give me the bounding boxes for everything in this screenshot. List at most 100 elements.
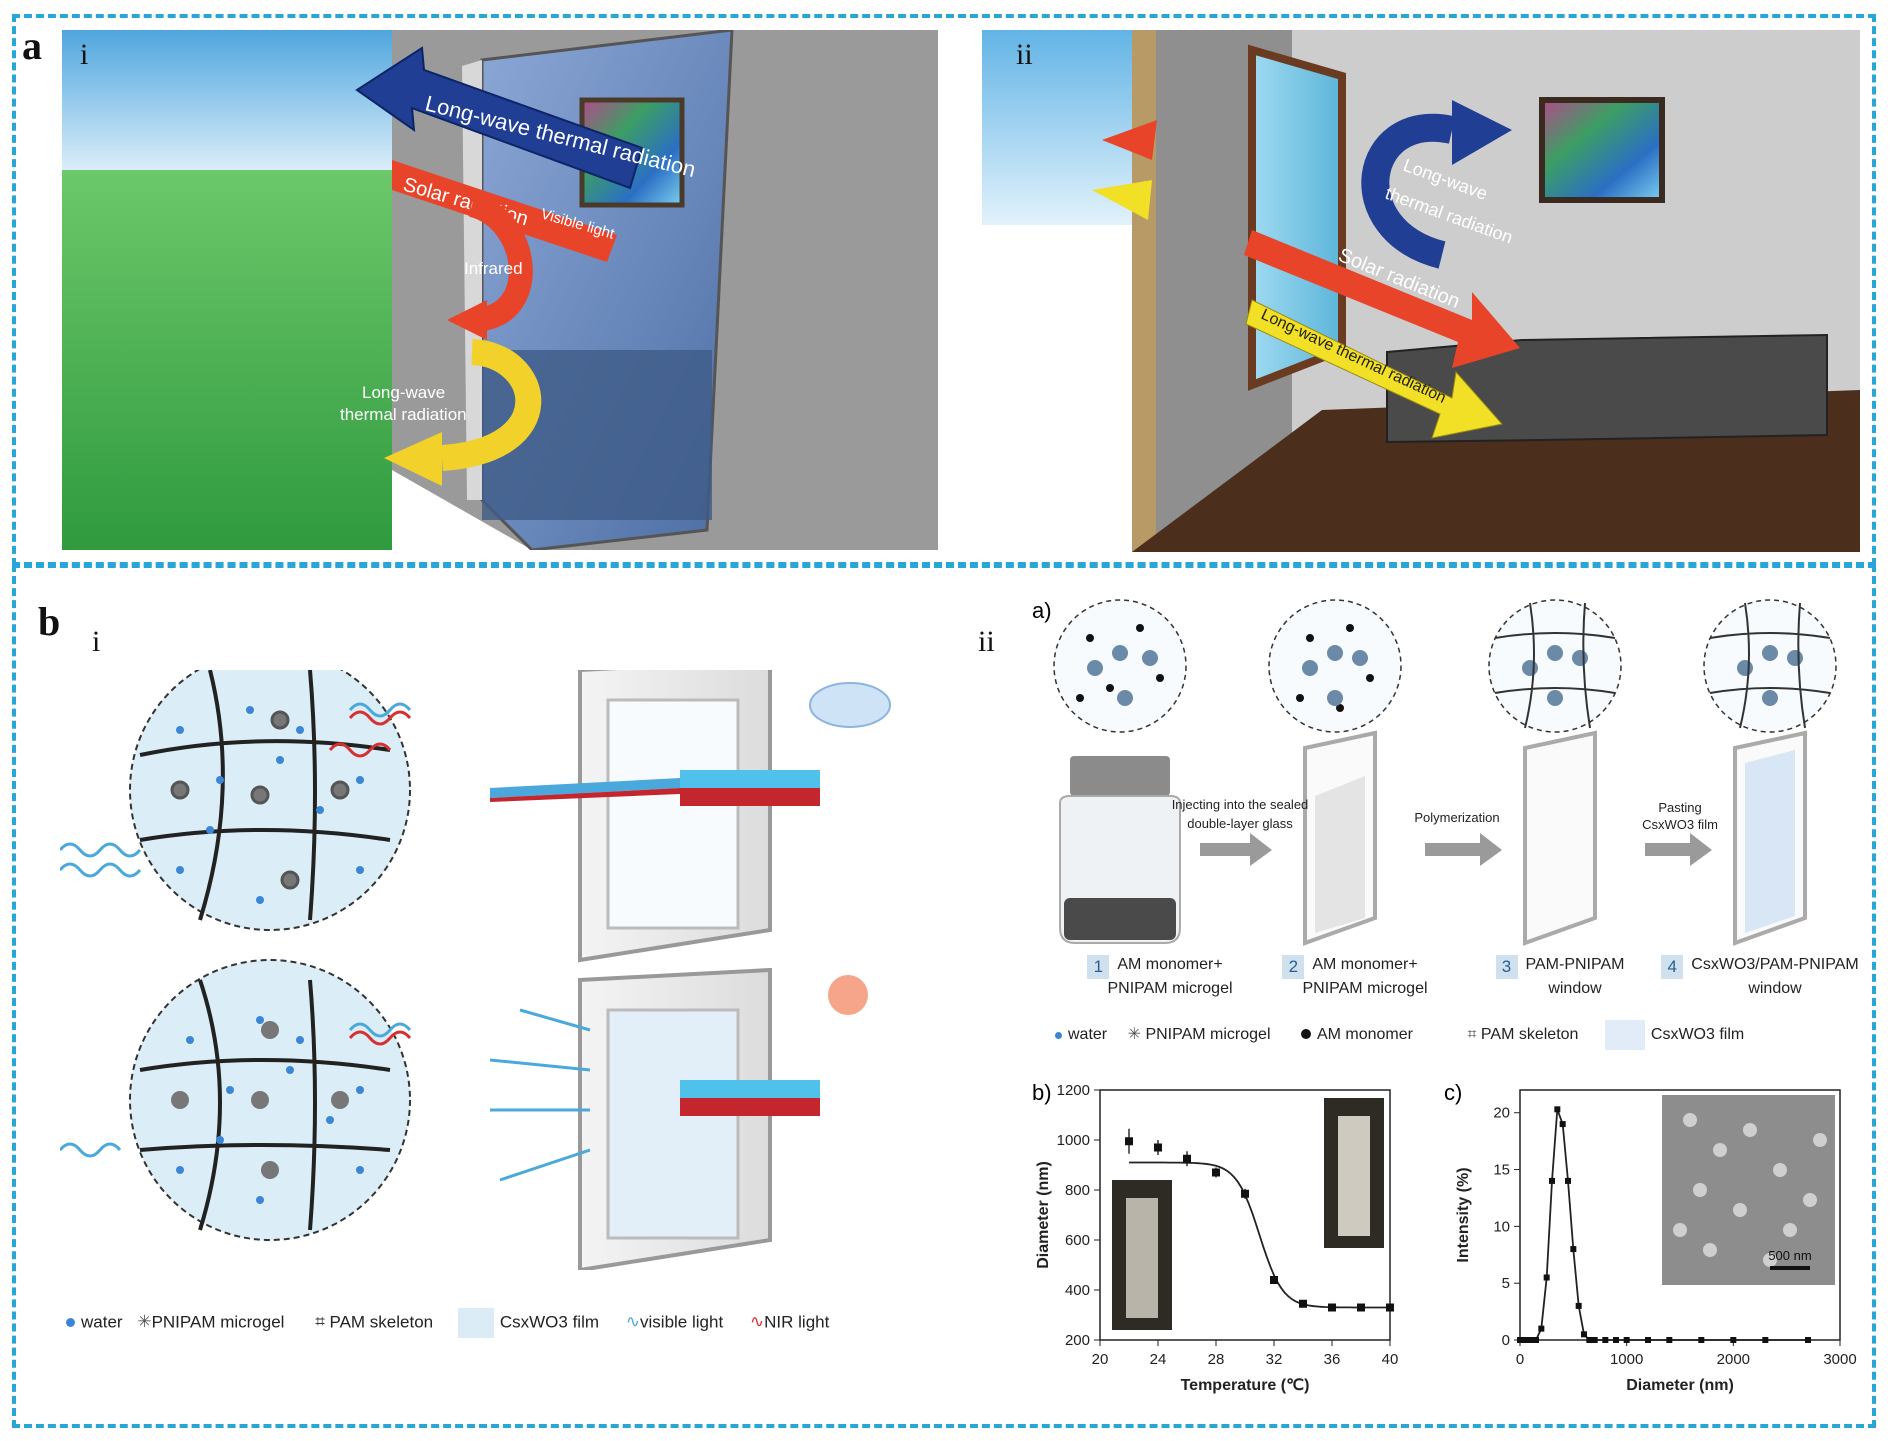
data-point bbox=[1623, 1337, 1630, 1343]
y-tick-label: 800 bbox=[1065, 1182, 1090, 1199]
x-axis-label: Diameter (nm) bbox=[1626, 1377, 1734, 1394]
data-point bbox=[1666, 1337, 1673, 1343]
sub-a-label: a) bbox=[1032, 598, 1052, 623]
label-longwave2-l2-a-i: thermal radiation bbox=[340, 405, 467, 424]
sub-c-label: c) bbox=[1444, 1080, 1463, 1105]
panel-a-ii-illustration: Long-wave thermal radiation Solar radiat… bbox=[982, 30, 1860, 552]
panel-b-frame bbox=[12, 564, 1876, 1428]
panel-b-ii-process bbox=[1053, 599, 1837, 946]
arrow-label-inject-l1: Injecting into the sealed bbox=[1171, 797, 1309, 812]
data-point bbox=[1543, 1274, 1550, 1281]
data-point bbox=[1212, 1168, 1220, 1177]
legend2-microgel: PNIPAM microgel bbox=[1145, 1026, 1271, 1044]
scale-bar-label: 500 nm bbox=[1768, 1248, 1811, 1263]
y-tick-label: 5 bbox=[1502, 1275, 1510, 1292]
y-tick-label: 0 bbox=[1502, 1332, 1510, 1349]
x-tick-label: 1000 bbox=[1610, 1351, 1643, 1368]
panel-b-ii-roman: ii bbox=[978, 625, 995, 658]
sem-particle bbox=[1783, 1223, 1797, 1237]
data-point bbox=[1549, 1177, 1555, 1184]
panel-b-letter: b bbox=[38, 599, 61, 644]
x-tick-label: 24 bbox=[1150, 1351, 1167, 1368]
x-tick-label: 2000 bbox=[1717, 1351, 1750, 1368]
legend-water: water bbox=[81, 1312, 123, 1332]
sem-particle bbox=[1813, 1133, 1827, 1147]
sem-particle bbox=[1773, 1163, 1787, 1177]
legend-microgel: PNIPAM microgel bbox=[151, 1312, 285, 1332]
data-point bbox=[1183, 1154, 1191, 1163]
panel-b-i-roman: i bbox=[92, 625, 101, 658]
water-dot-icon bbox=[66, 1318, 75, 1328]
data-point bbox=[1559, 1121, 1566, 1128]
y-tick-label: 1200 bbox=[1057, 1082, 1090, 1099]
nir-wave-icon: ∿ bbox=[749, 1312, 765, 1332]
sem-particle bbox=[1673, 1223, 1687, 1237]
x-tick-label: 32 bbox=[1266, 1351, 1283, 1368]
plot-frame bbox=[1099, 1089, 1391, 1341]
panel-b-ii-legend: water ✳ PNIPAM microgel AM monomer ⌗ PAM… bbox=[1055, 1020, 1855, 1054]
y-tick-label: 600 bbox=[1065, 1232, 1090, 1249]
sem-particle bbox=[1693, 1183, 1707, 1197]
x-tick-label: 28 bbox=[1208, 1351, 1225, 1368]
inset-cuvette-cold bbox=[1126, 1198, 1158, 1318]
label-infrared-a-i: Infrared bbox=[464, 259, 523, 278]
inset-cuvette-hot bbox=[1338, 1116, 1370, 1236]
panel-b-i-legend: water ✳PNIPAM microgel ⌗ PAM skeleton Cs… bbox=[66, 1308, 926, 1338]
y-tick-label: 400 bbox=[1065, 1282, 1090, 1299]
fit-curve bbox=[1129, 1161, 1390, 1309]
data-point bbox=[1386, 1303, 1394, 1312]
data-point bbox=[1522, 1337, 1529, 1343]
panel-a-i-illustration: Long-wave thermal radiation Solar radiat… bbox=[62, 30, 938, 550]
panel-a-ii-roman: ii bbox=[1016, 38, 1033, 71]
microgel-icon: ✳ bbox=[1127, 1026, 1141, 1044]
arrow-label-paste-l1: Pasting bbox=[1658, 800, 1702, 815]
data-point bbox=[1357, 1303, 1365, 1312]
arrow-label-poly: Polymerization bbox=[1414, 810, 1500, 825]
data-point bbox=[1554, 1106, 1561, 1113]
x-tick-label: 40 bbox=[1382, 1351, 1399, 1368]
data-point bbox=[1645, 1337, 1651, 1343]
data-point bbox=[1586, 1337, 1593, 1343]
sem-particle bbox=[1763, 1253, 1777, 1267]
data-point bbox=[1805, 1337, 1811, 1343]
x-tick-label: 20 bbox=[1092, 1351, 1109, 1368]
data-point bbox=[1581, 1331, 1587, 1338]
panel-a-i-roman: i bbox=[80, 38, 89, 71]
sem-particle bbox=[1733, 1203, 1747, 1217]
y-tick-label: 15 bbox=[1493, 1162, 1510, 1179]
film-swatch-icon bbox=[457, 1308, 494, 1338]
data-point bbox=[1575, 1302, 1582, 1309]
panel-a-letter: a bbox=[22, 23, 42, 68]
label-longwave2-l1-a-i: Long-wave bbox=[362, 383, 445, 402]
legend2-skeleton: PAM skeleton bbox=[1480, 1026, 1579, 1044]
data-point bbox=[1565, 1177, 1571, 1184]
data-point bbox=[1270, 1276, 1278, 1284]
data-point bbox=[1698, 1337, 1705, 1343]
data-point bbox=[1241, 1189, 1249, 1198]
x-tick-label: 3000 bbox=[1823, 1351, 1856, 1368]
data-point bbox=[1527, 1337, 1534, 1343]
legend2-monomer: AM monomer bbox=[1316, 1026, 1413, 1044]
legend-nir: NIR light bbox=[764, 1312, 830, 1332]
data-point bbox=[1517, 1337, 1523, 1343]
y-axis-label: Intensity (%) bbox=[1455, 1167, 1472, 1262]
y-tick-label: 1000 bbox=[1057, 1132, 1090, 1149]
sub-b-label: b) bbox=[1032, 1080, 1052, 1105]
data-point bbox=[1570, 1246, 1577, 1253]
data-point bbox=[1299, 1299, 1307, 1308]
monomer-dot-icon bbox=[1300, 1029, 1311, 1040]
data-point bbox=[1613, 1337, 1619, 1343]
legend2-film: CsxWO3 film bbox=[1650, 1026, 1745, 1044]
x-tick-label: 36 bbox=[1324, 1351, 1341, 1368]
y-tick-label: 200 bbox=[1065, 1332, 1090, 1349]
data-point bbox=[1154, 1143, 1162, 1152]
film-swatch-icon bbox=[1604, 1020, 1645, 1050]
data-point bbox=[1762, 1337, 1769, 1343]
skeleton-icon: ⌗ bbox=[1467, 1026, 1477, 1044]
visible-wave-icon: ∿ bbox=[625, 1312, 641, 1332]
